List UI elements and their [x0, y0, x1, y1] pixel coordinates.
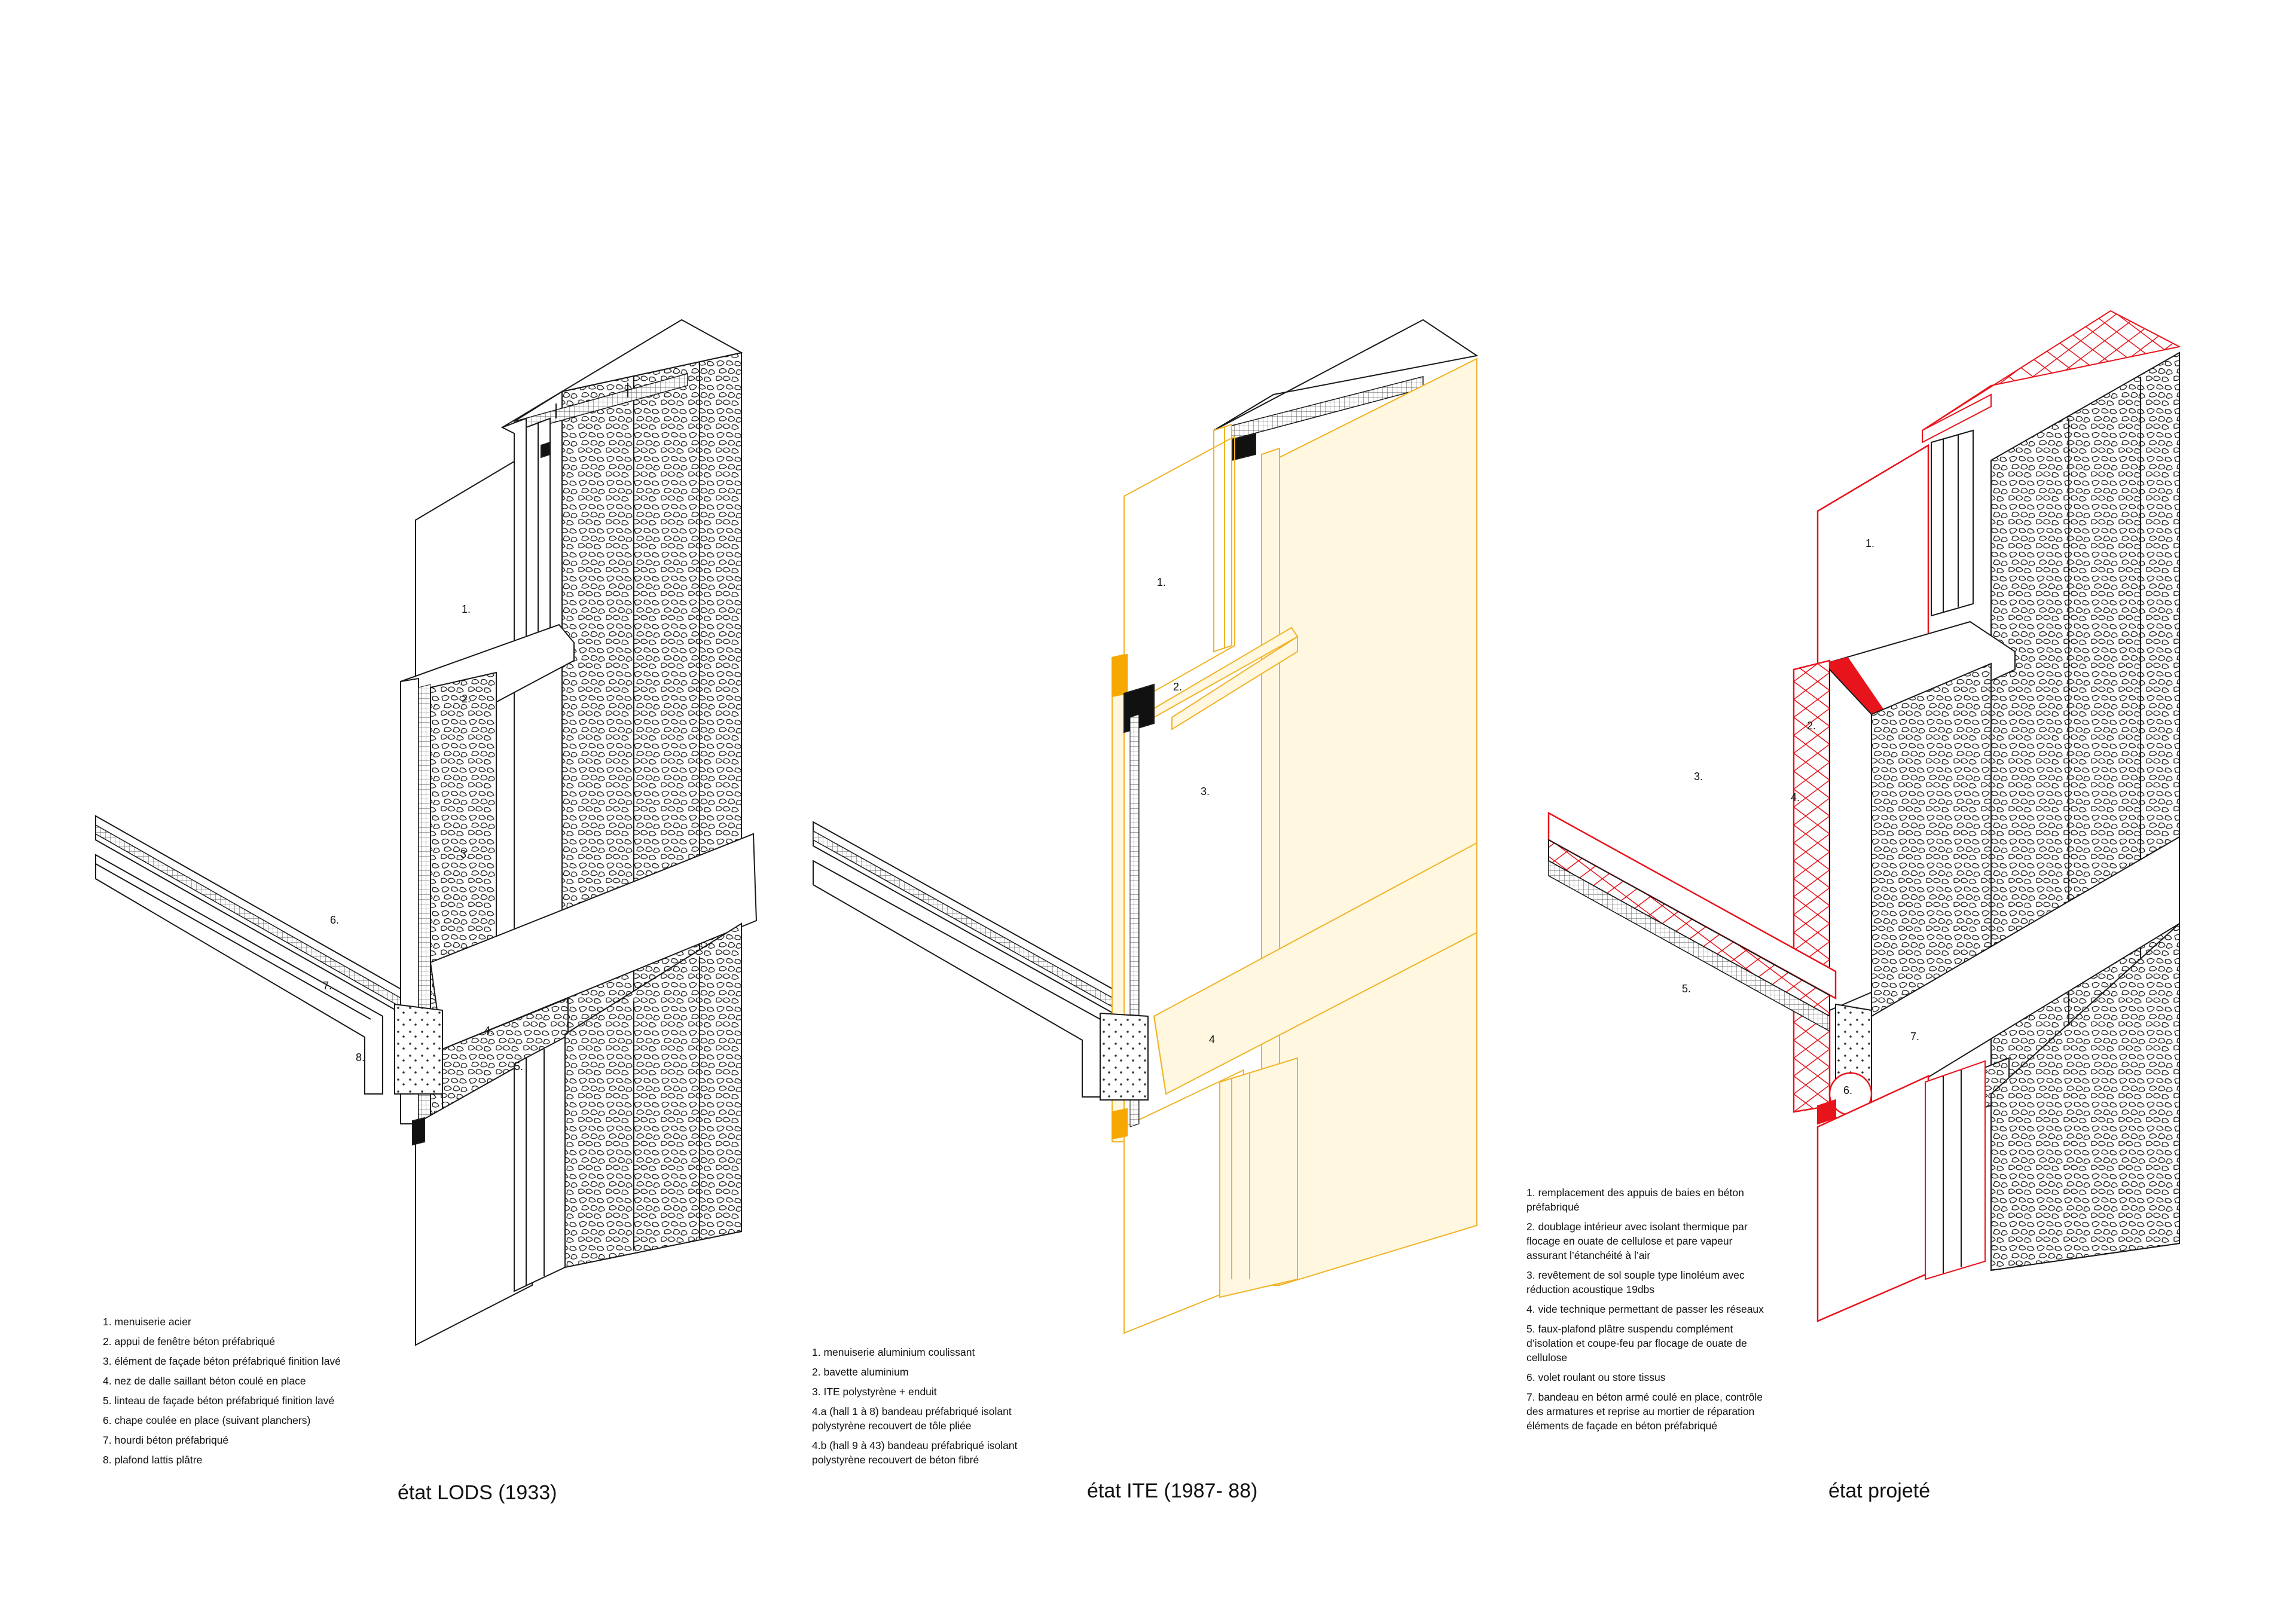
panel-ite-labels: 1. 2. 3. 4: [1157, 576, 1215, 1046]
ite-floor-slab: [813, 821, 1125, 1098]
legend-item: 3. revêtement de sol souple type linoléu…: [1526, 1269, 1745, 1295]
lods-label-8: 8.: [356, 1052, 365, 1063]
caption-projet: état projeté: [1828, 1480, 1931, 1502]
legend-item: 6. volet roulant ou store tissus: [1526, 1371, 1666, 1383]
lods-label-2: 2.: [462, 693, 471, 705]
panel-projet-drawing: [1547, 310, 2181, 1322]
legend-item: 4.b (hall 9 à 43) bandeau préfabriqué is…: [812, 1439, 1018, 1466]
projet-label-1: 1.: [1866, 537, 1874, 549]
legend-item: 7. bandeau en béton armé coulé en place,…: [1526, 1391, 1763, 1432]
legend-item: 2. doublage intérieur avec isolant therm…: [1526, 1221, 1748, 1261]
legend-item: 4.a (hall 1 à 8) bandeau préfabriqué iso…: [812, 1405, 1012, 1432]
ite-label-4: 4: [1209, 1034, 1215, 1046]
slab-band: [394, 833, 758, 1125]
legend-item: 1. menuiserie acier: [103, 1316, 191, 1328]
lods-label-4: 4.: [484, 1025, 493, 1037]
legend-item: 6. chape coulée en place (suivant planch…: [103, 1414, 311, 1426]
caption-lods: état LODS (1933): [398, 1481, 557, 1504]
floor-slab: [95, 815, 407, 1095]
lods-label-3: 3.: [460, 848, 469, 860]
panel-projet-labels: 1. 2. 3. 4. 5. 6. 7.: [1682, 537, 1919, 1096]
legend-item: 2. appui de fenêtre béton préfabriqué: [103, 1335, 275, 1347]
caption-ite: état ITE (1987- 88): [1087, 1480, 1258, 1502]
projet-label-5: 5.: [1682, 983, 1691, 995]
projet-label-7: 7.: [1910, 1031, 1919, 1043]
legend-ite: 1. menuiserie aluminium coulissant 2. bav…: [812, 1345, 1017, 1472]
legend-item: 1. remplacement des appuis de baies en b…: [1526, 1187, 1744, 1213]
panel-lods-drawing: [95, 319, 758, 1346]
lods-label-1: 1.: [462, 603, 471, 615]
ite-label-1: 1.: [1157, 576, 1166, 588]
projet-label-6: 6.: [1843, 1084, 1852, 1096]
ite-label-3: 3.: [1201, 785, 1210, 797]
legend-item: 1. menuiserie aluminium coulissant: [812, 1346, 975, 1358]
lower-window: [412, 1036, 566, 1346]
projet-label-3: 3.: [1694, 771, 1703, 783]
legend-item: 5. faux-plafond plâtre suspendu compléme…: [1526, 1323, 1747, 1364]
panel-lods-labels: 1. 2. 3. 4. 5. 6. 7. 8.: [323, 603, 523, 1072]
projet-label-2: 2.: [1807, 720, 1816, 732]
panel-ite-drawing: [813, 319, 1479, 1334]
legend-projet: 1. remplacement des appuis de baies en b…: [1526, 1185, 1764, 1438]
legend-item: 3. élément de façade béton préfabriqué f…: [103, 1355, 341, 1367]
legend-item: 7. hourdi béton préfabriqué: [103, 1434, 229, 1446]
legend-item: 8. plafond lattis plâtre: [103, 1454, 203, 1466]
lods-label-5: 5.: [514, 1060, 523, 1072]
lods-label-6: 6.: [330, 914, 339, 926]
projet-label-4: 4.: [1791, 791, 1800, 803]
ite-label-2: 2.: [1173, 681, 1182, 693]
legend-item: 5. linteau de façade béton préfabriqué f…: [103, 1395, 335, 1407]
legend-lods: 1. menuiserie acier 2. appui de fenêtre b…: [103, 1312, 341, 1470]
legend-item: 4. vide technique permettant de passer l…: [1526, 1303, 1764, 1315]
ite-insulation: [1112, 357, 1477, 1334]
legend-item: 3. ITE polystyrène + enduit: [812, 1386, 937, 1398]
legend-item: 2. bavette aluminium: [812, 1366, 909, 1378]
legend-item: 4. nez de dalle saillant béton coulé en …: [103, 1375, 306, 1387]
lods-label-7: 7.: [323, 980, 332, 992]
